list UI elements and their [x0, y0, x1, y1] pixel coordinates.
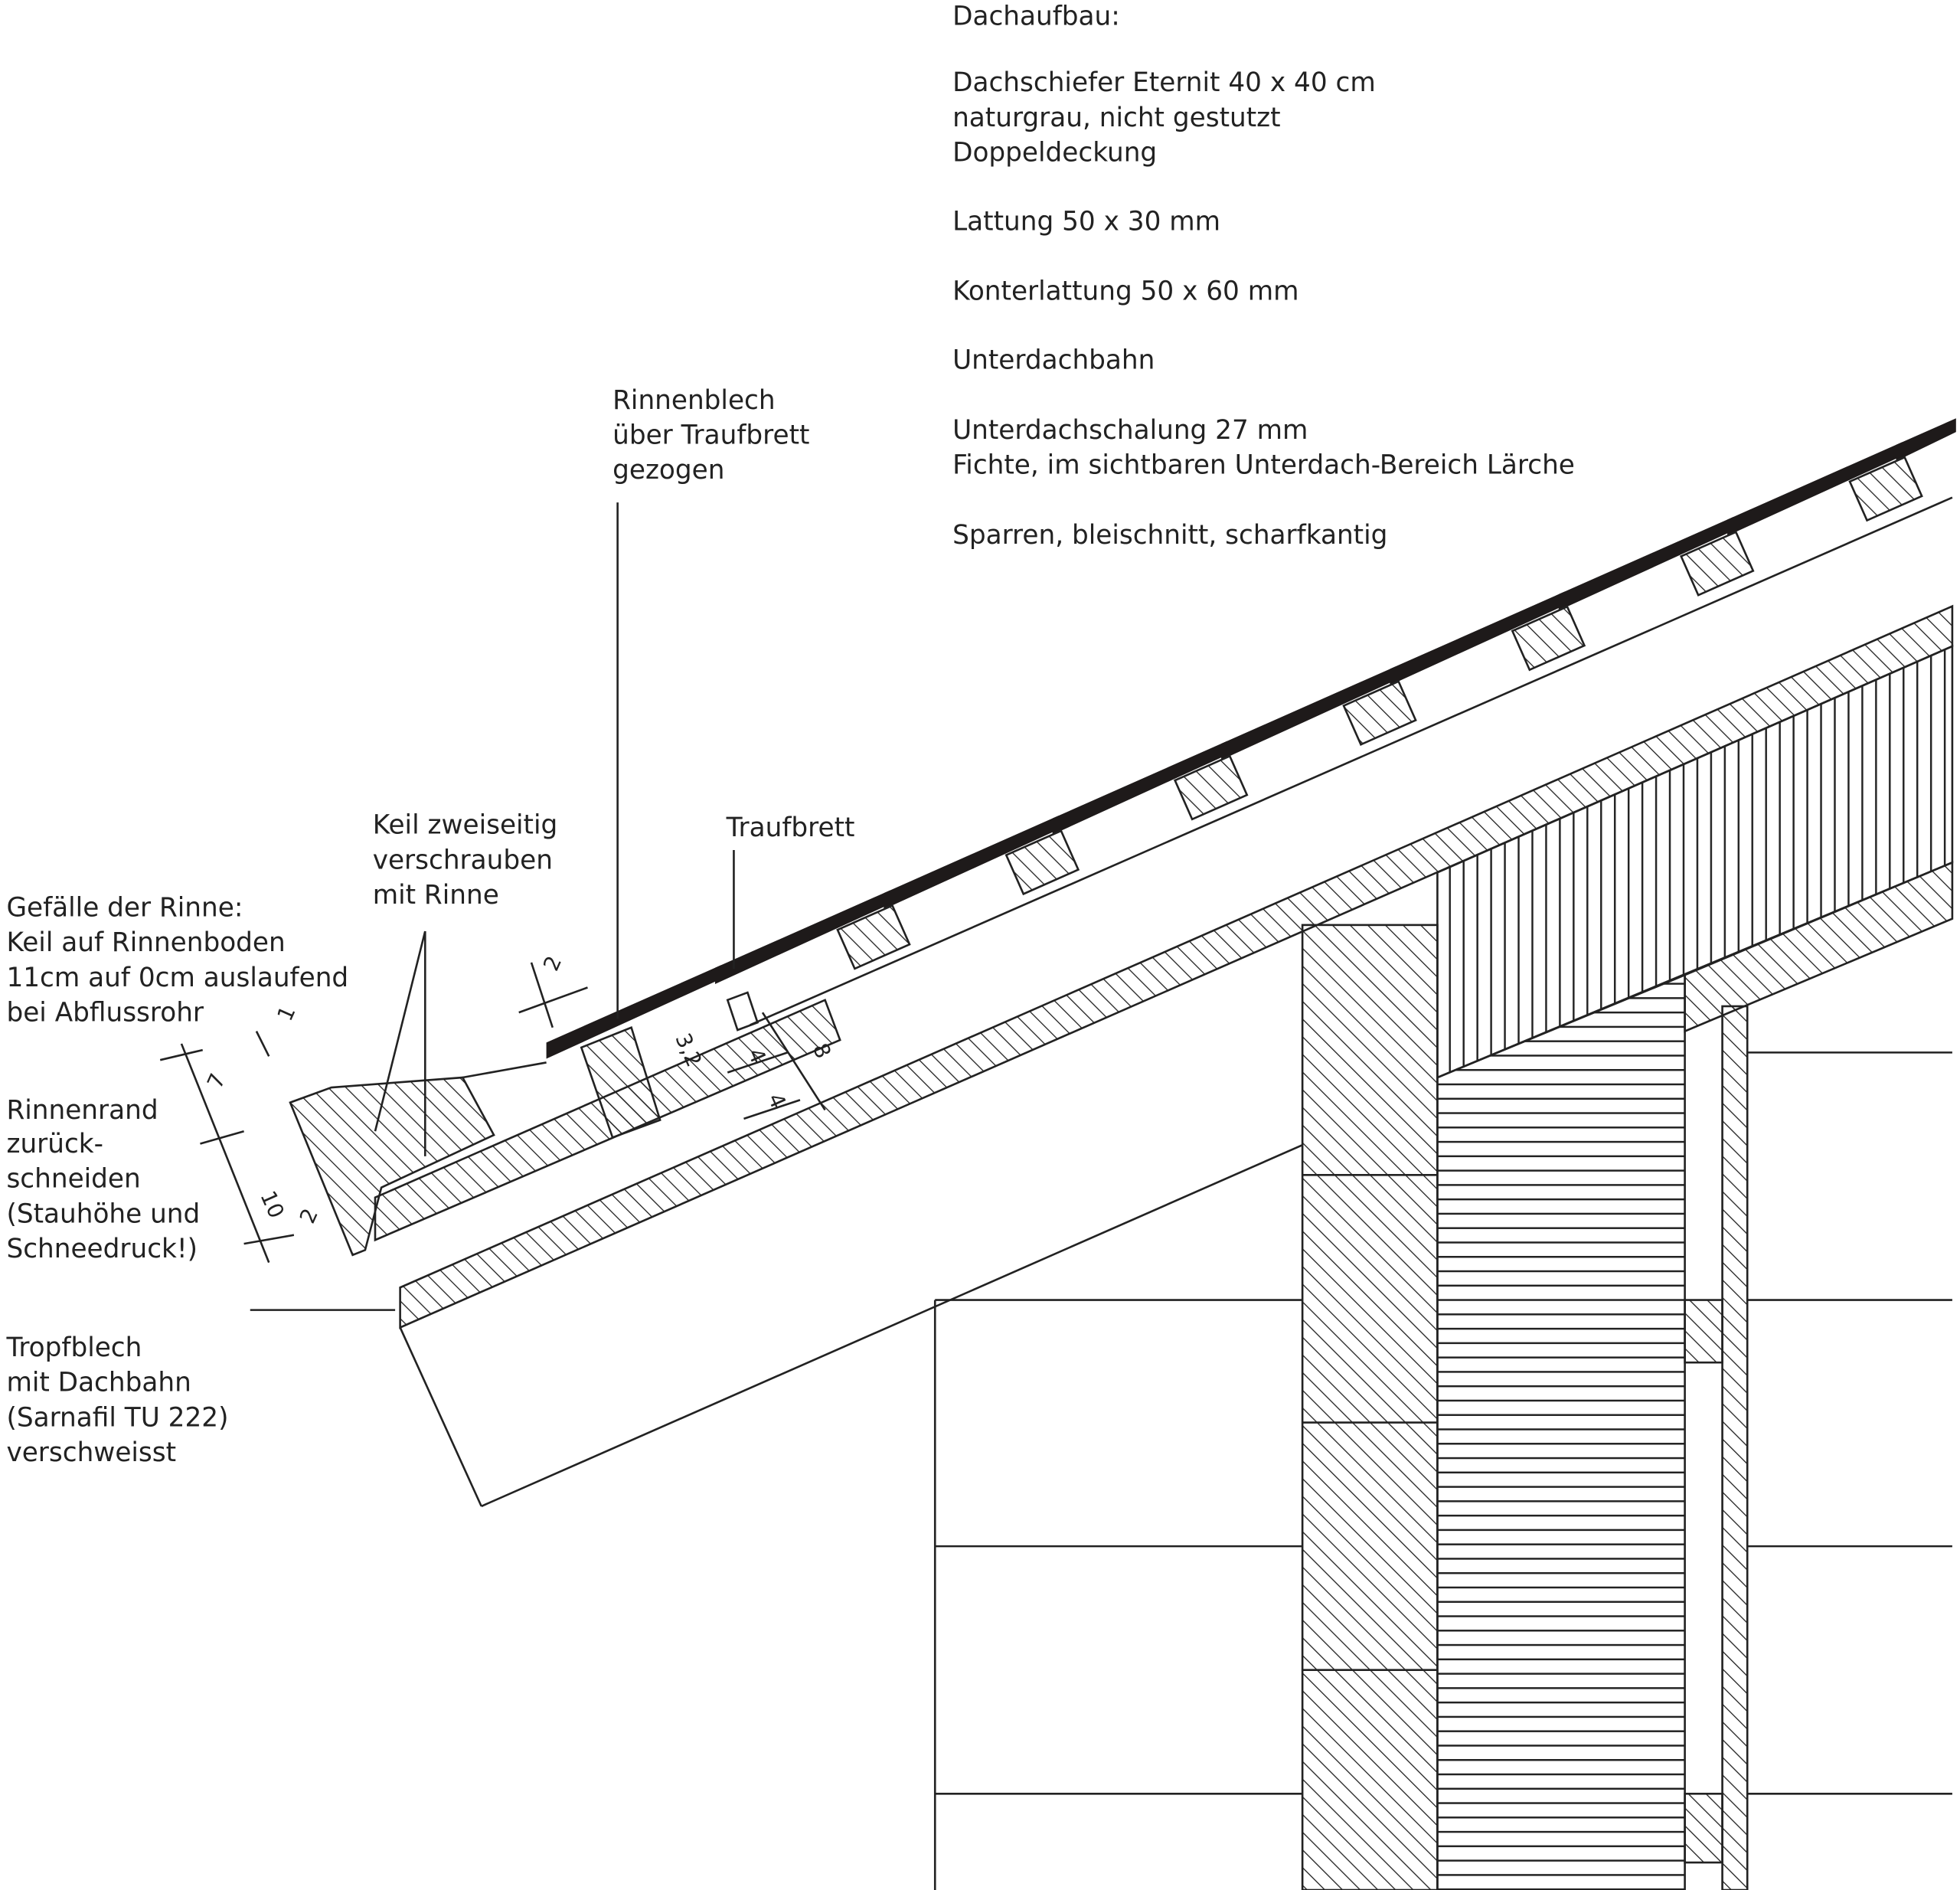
slate-roofing — [546, 418, 1956, 1059]
label-line: verschweisst — [6, 1437, 176, 1468]
batten — [1173, 754, 1249, 821]
label-line: zurück- — [6, 1129, 103, 1159]
batten — [1004, 829, 1080, 896]
callout-rinnenblech: Rinnenblech über Traufbrett gezogen — [612, 385, 809, 486]
spec-line: Unterdachbahn — [952, 345, 1155, 376]
label-line: mit Dachbahn — [6, 1368, 191, 1398]
leader-lines — [250, 502, 735, 1311]
dimension-lines — [159, 962, 826, 1264]
label-line: Keil zweiseitig — [373, 810, 558, 841]
ceiling-board — [1684, 861, 1954, 1033]
label-line: Traufbrett — [726, 813, 855, 843]
label-line: mit Rinne — [373, 880, 499, 911]
callout-traufbrett: Traufbrett — [726, 813, 855, 843]
batten — [1679, 530, 1755, 597]
label-line: verschrauben — [373, 845, 553, 875]
label-line: Rinnenblech — [612, 385, 775, 416]
label-line: Keil auf Rinnenboden — [6, 927, 285, 958]
spec-line: Dachschiefer Eternit 40 x 40 cm — [952, 67, 1376, 98]
batten — [1342, 680, 1417, 746]
label-line: Tropfblech — [5, 1332, 142, 1363]
slate — [1390, 591, 1565, 685]
battens — [836, 456, 1923, 970]
label-line: gezogen — [612, 455, 724, 486]
fascia-board — [580, 1025, 662, 1140]
label-line: (Sarnafil TU 222) — [6, 1402, 228, 1433]
callout-keil: Keil zweiseitig verschrauben mit Rinne — [373, 810, 558, 911]
slate — [1052, 741, 1228, 835]
label-line: schneiden — [6, 1164, 140, 1195]
spec-line: Unterdachschalung 27 mm — [952, 415, 1308, 446]
dim-label: 2 — [295, 1205, 323, 1228]
label-line: Schneedruck!) — [6, 1234, 198, 1264]
slate — [1896, 418, 1956, 462]
sheathing-board — [399, 604, 1954, 1329]
slate — [1727, 442, 1903, 536]
dim-label: 7 — [202, 1070, 230, 1093]
label-line: bei Abflussrohr — [6, 998, 204, 1028]
slate — [1558, 516, 1734, 611]
dim-label: 2 — [538, 952, 567, 975]
slate — [1221, 665, 1396, 760]
rafter — [399, 1143, 1303, 1508]
label-line: Rinnenrand — [6, 1095, 158, 1126]
insulation-column — [1436, 973, 1686, 1890]
dimension-labels: 2 1 7 10 2 3,2 4 8 4 — [202, 952, 836, 1227]
callout-rinnenrand: Rinnenrand zurück- schneiden (Stauhöhe u… — [6, 1095, 200, 1264]
batten — [1848, 456, 1923, 522]
spec-line: Lattung 50 x 30 mm — [952, 206, 1220, 237]
batten — [836, 904, 911, 970]
batten-block — [1684, 1299, 1723, 1364]
spec-line: Konterlattung 50 x 60 mm — [952, 276, 1298, 307]
dim-label: 10 — [255, 1187, 289, 1222]
dim-label: 1 — [272, 1002, 300, 1025]
log-wall-column — [1301, 924, 1439, 1890]
spec-line: naturgrau, nicht gestutzt — [952, 103, 1281, 133]
inner-lining — [1721, 1005, 1749, 1890]
callout-gefaelle: Gefälle der Rinne: Keil auf Rinnenboden … — [6, 892, 348, 1028]
slate — [714, 890, 890, 984]
slate — [546, 965, 722, 1059]
label-line: über Traufbrett — [612, 420, 809, 450]
label-line: 11cm auf 0cm auslaufend — [6, 963, 348, 993]
spec-line: Sparren, bleischnitt, scharfkantig — [952, 520, 1387, 551]
spec-line: Fichte, im sichtbaren Unterdach-Bereich … — [952, 450, 1575, 481]
spec-heading: Dachaufbau: — [952, 2, 1120, 32]
batten-block — [1684, 1793, 1723, 1864]
wall-structure — [933, 644, 1954, 1890]
spec-block: Dachaufbau: Dachschiefer Eternit 40 x 40… — [952, 2, 1575, 551]
slate — [884, 816, 1059, 910]
callout-tropfblech: Tropfblech mit Dachbahn (Sarnafil TU 222… — [5, 1332, 228, 1468]
label-line: (Stauhöhe und — [6, 1198, 200, 1229]
batten — [1511, 605, 1586, 672]
label-line: Gefälle der Rinne: — [6, 892, 243, 923]
gutter-wedge — [289, 1076, 495, 1257]
spec-line: Doppeldeckung — [952, 138, 1157, 168]
